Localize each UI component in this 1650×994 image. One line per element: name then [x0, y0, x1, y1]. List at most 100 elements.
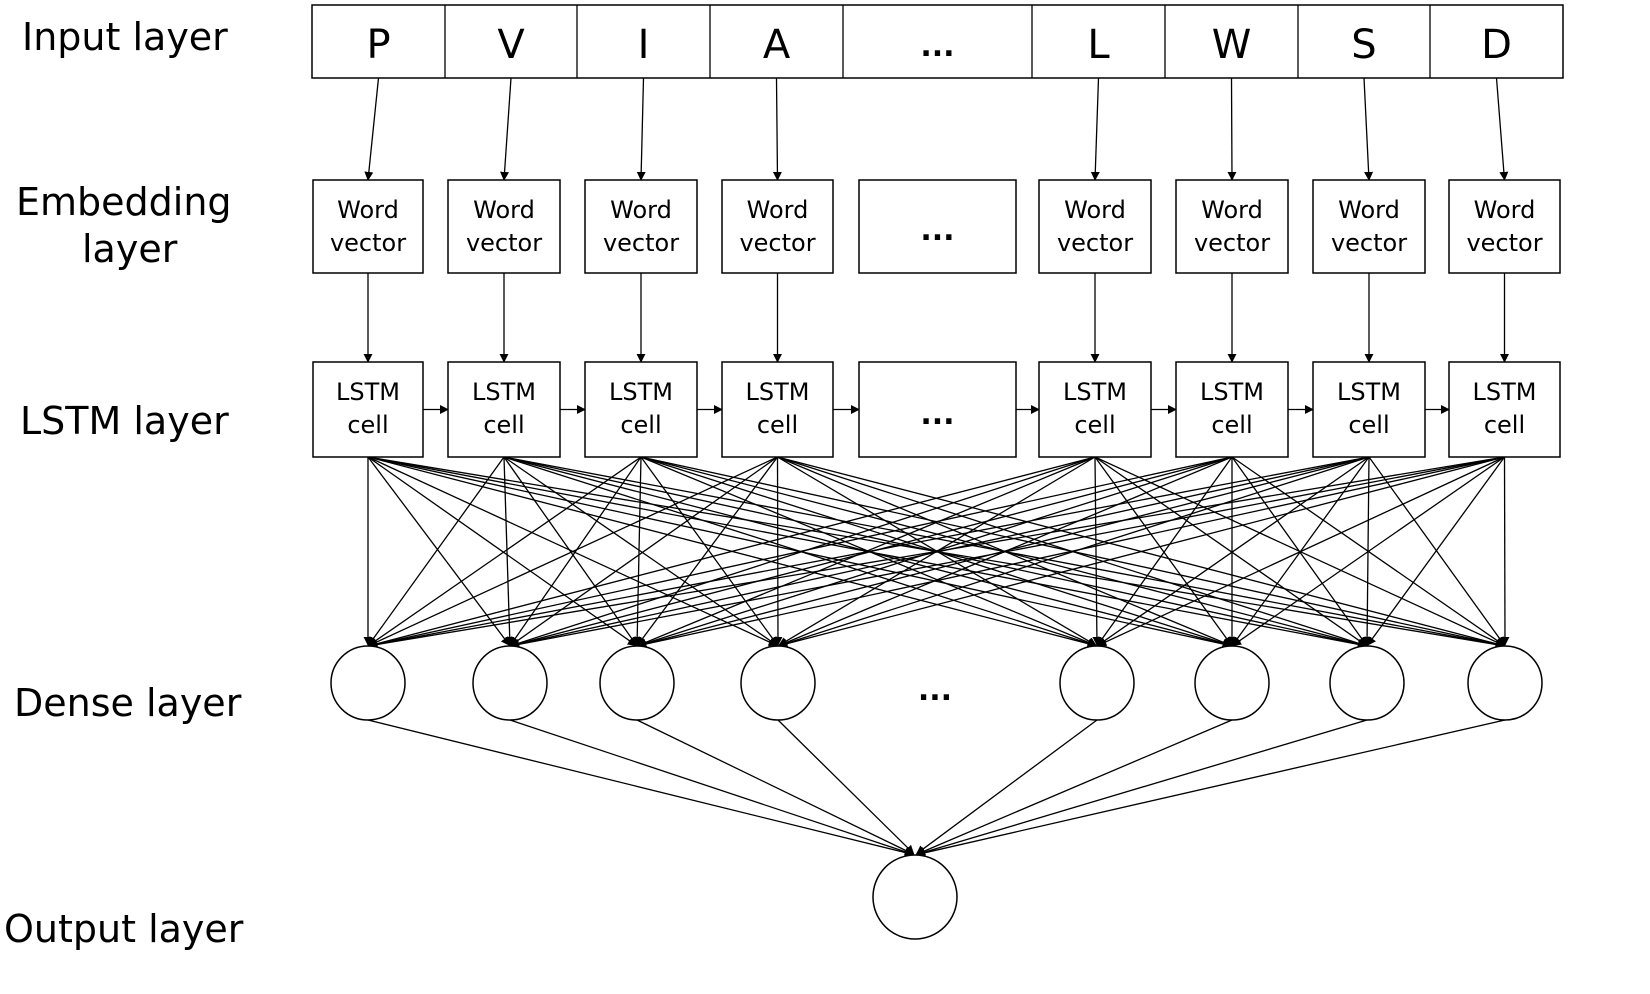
embedding-box: [721, 179, 834, 274]
dense-node: [1467, 645, 1543, 721]
dense-to-output-arrow: [916, 719, 1506, 858]
lstm-to-dense-arrow: [503, 456, 778, 646]
word-vector-label-line2: vector: [1466, 229, 1542, 257]
input-to-embedding-arrow: [364, 77, 380, 181]
dense-node: [740, 645, 816, 721]
input-to-embedding-arrow: [1090, 77, 1100, 181]
lstm-to-dense-arrow: [368, 456, 1096, 649]
dense-node: [1329, 645, 1405, 721]
word-vector-label-line1: Word: [610, 196, 672, 224]
lstm-to-dense-arrow: [1232, 456, 1505, 646]
dense-node: [330, 645, 406, 721]
lstm-to-dense-arrow: [510, 456, 642, 646]
lstm-to-dense-arrow: [368, 456, 1505, 649]
dense-to-output-arrow: [916, 719, 1368, 857]
lstm-cell-label-line2: cell: [1074, 411, 1115, 439]
lstm-cell-box: [312, 361, 424, 458]
output-layer-label: Output layer: [4, 907, 244, 951]
lstm-to-dense-arrow: [1231, 456, 1367, 646]
lstm-ellipsis: ...: [920, 397, 954, 432]
input-layer-label: Input layer: [22, 15, 228, 59]
lstm-to-dense-arrow: [367, 456, 637, 646]
embedding-ellipsis: ...: [920, 213, 954, 248]
embedding-box: [1448, 179, 1561, 274]
input-sequence-frame: [311, 4, 1564, 79]
lstm-cell-label-line1: LSTM: [609, 378, 673, 406]
dense-node: [472, 645, 548, 721]
lstm-to-dense-arrow: [510, 456, 1505, 649]
lstm-to-dense-arrow: [368, 456, 1233, 649]
lstm-to-dense-arrow: [1097, 456, 1233, 646]
lstm-to-dense-arrow: [1367, 456, 1506, 646]
lstm-to-dense-arrow: [503, 456, 515, 646]
lstm-to-dense-arrow: [368, 456, 505, 646]
lstm-to-dense-arrow: [368, 456, 778, 647]
lstm-cell-label-line1: LSTM: [1337, 378, 1401, 406]
embedding-layer-label-line1: Embedding: [16, 180, 232, 224]
lstm-cell-box: [1448, 361, 1561, 458]
dense-node: [1194, 645, 1270, 721]
input-to-embedding-arrow: [1227, 77, 1237, 181]
lstm-cell-label-line1: LSTM: [1473, 378, 1537, 406]
lstm-cell-box: [447, 361, 561, 458]
word-vector-label-line2: vector: [739, 229, 815, 257]
input-ellipsis: ...: [920, 29, 954, 64]
dense-to-output-arrow: [915, 719, 1098, 855]
lstm-to-dense-arrow: [1094, 456, 1367, 646]
lstm-cell-label-line1: LSTM: [746, 378, 810, 406]
lstm-row: LSTMcellLSTMcellLSTMcellLSTMcell...LSTMc…: [312, 361, 1561, 458]
lstm-to-dense-arrow: [1097, 456, 1370, 646]
embedding-ellipsis-box: [858, 179, 1017, 274]
embedding-layer-label-line2: layer: [82, 227, 178, 271]
input-token: W: [1212, 22, 1252, 68]
lstm-cell-label-line2: cell: [620, 411, 661, 439]
dense-ellipsis: ...: [918, 673, 952, 708]
lstm-cell-label-line1: LSTM: [1063, 378, 1127, 406]
dense-node: [1059, 645, 1135, 721]
dense-to-output-arrow: [636, 719, 915, 855]
word-vector-label-line1: Word: [1201, 196, 1263, 224]
lstm-cell-label-line1: LSTM: [472, 378, 536, 406]
lstm-cell-box: [584, 361, 698, 458]
embedding-box: [447, 179, 561, 274]
lstm-to-dense-arrow: [368, 456, 642, 646]
dense-to-output-arrow: [367, 719, 914, 857]
word-vector-label-line1: Word: [337, 196, 399, 224]
input-token: V: [497, 22, 525, 68]
lstm-to-dense-arrow: [1094, 456, 1232, 646]
word-vector-label-line2: vector: [1194, 229, 1270, 257]
output-node: [872, 854, 958, 940]
dense-to-output-arrow: [509, 719, 914, 857]
lstm-to-dense-arrow: [1097, 456, 1505, 647]
lstm-to-dense-arrow: [503, 456, 637, 646]
lstm-to-dense-arrow: [637, 456, 1370, 649]
input-to-embedding-arrow: [772, 77, 782, 181]
lstm-cell-label-line1: LSTM: [336, 378, 400, 406]
lstm-to-dense-arrow: [1092, 456, 1102, 646]
embedding-box: [584, 179, 698, 274]
lstm-cell-box: [1038, 361, 1152, 458]
lstm-ellipsis-box: [858, 361, 1017, 458]
dense-layer-label: Dense layer: [14, 681, 242, 725]
layer-labels: Input layer Embedding layer LSTM layer D…: [4, 15, 244, 951]
word-vector-label-line1: Word: [1474, 196, 1536, 224]
lstm-cell-box: [1175, 361, 1289, 458]
lstm-cell-box: [1312, 361, 1426, 458]
input-to-embedding-arrow: [1495, 77, 1509, 181]
lstm-to-dense-arrow: [778, 456, 1505, 649]
word-vector-label-line2: vector: [1331, 229, 1407, 257]
embedding-box: [1312, 179, 1426, 274]
lstm-cell-label-line1: LSTM: [1200, 378, 1264, 406]
lstm-to-dense-arrow: [510, 456, 778, 646]
word-vector-label-line1: Word: [1338, 196, 1400, 224]
lstm-cell-label-line2: cell: [483, 411, 524, 439]
input-to-embedding-arrow: [1363, 77, 1374, 181]
lstm-to-dense-arrow: [637, 456, 779, 646]
output-row: [872, 854, 958, 940]
lstm-cell-label-line2: cell: [1211, 411, 1252, 439]
lstm-to-dense-arrow: [368, 456, 1370, 649]
connections: [363, 77, 1510, 858]
word-vector-label-line2: vector: [330, 229, 406, 257]
